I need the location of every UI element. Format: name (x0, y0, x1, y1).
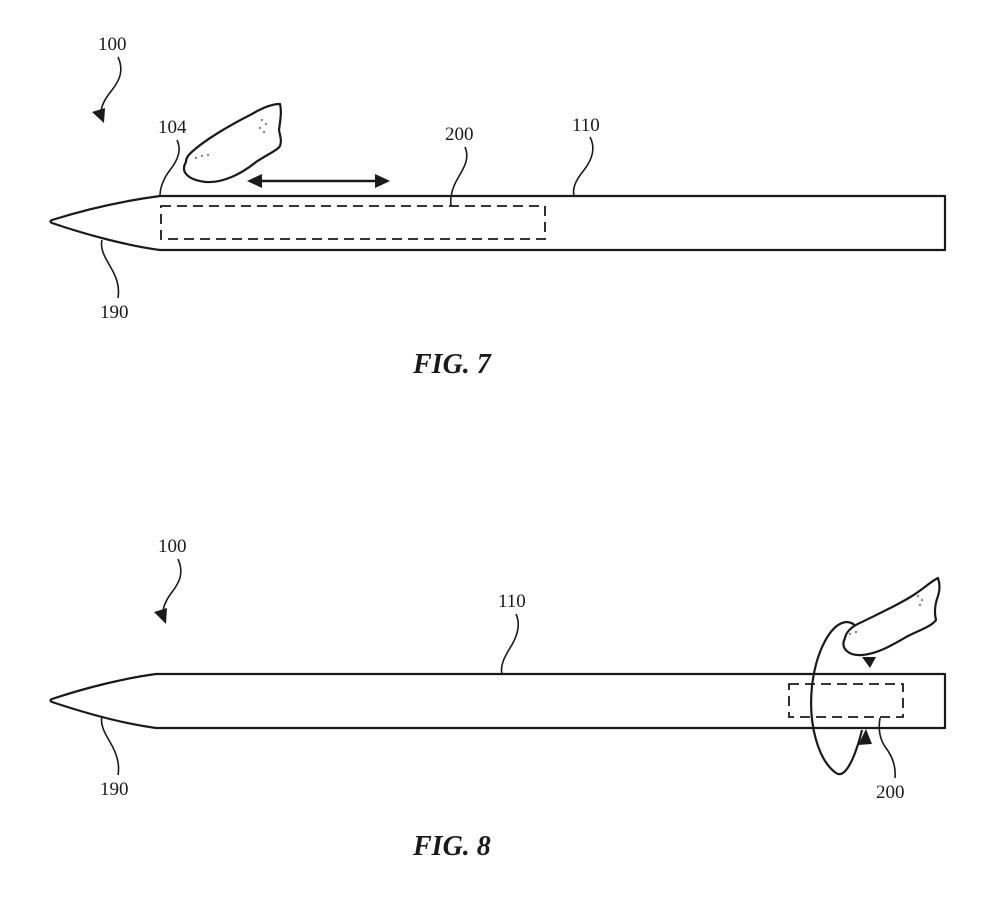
leader-110 (572, 136, 594, 197)
leader-190 (100, 239, 120, 299)
ref-label-190: 190 (100, 779, 129, 800)
stylus-body-fig7 (49, 194, 947, 252)
ref-label-190: 190 (100, 302, 129, 323)
leader-104 (159, 139, 180, 197)
figure-8: 100 110 190 200 FIG (49, 536, 947, 862)
finger-icon (182, 102, 282, 184)
ref-label-110: 110 (498, 591, 526, 612)
sensor-region-fig8 (788, 683, 904, 718)
ref-label-110: 110 (572, 115, 600, 136)
leader-200 (449, 146, 468, 207)
leader-200 (878, 717, 896, 779)
ref-label-104: 104 (158, 117, 187, 138)
leader-110 (500, 613, 519, 675)
ref-label-200: 200 (876, 782, 905, 803)
device-reference-arrow-icon (92, 56, 122, 123)
figure-caption: FIG. 8 (412, 831, 491, 862)
device-reference-arrow-icon (154, 558, 182, 624)
stylus-body-fig8 (49, 672, 947, 730)
figure-caption: FIG. 7 (412, 349, 492, 380)
leader-190 (100, 715, 120, 776)
ref-label-200: 200 (445, 124, 474, 145)
figure-7: 100 104 200 1 (49, 34, 947, 380)
sensor-region-fig7 (160, 205, 546, 240)
rotate-gesture-arrow-icon (810, 620, 872, 776)
ref-label-100: 100 (158, 536, 187, 557)
finger-icon (842, 576, 941, 668)
ref-label-100: 100 (98, 34, 127, 55)
slide-gesture-arrow-icon (247, 174, 390, 188)
